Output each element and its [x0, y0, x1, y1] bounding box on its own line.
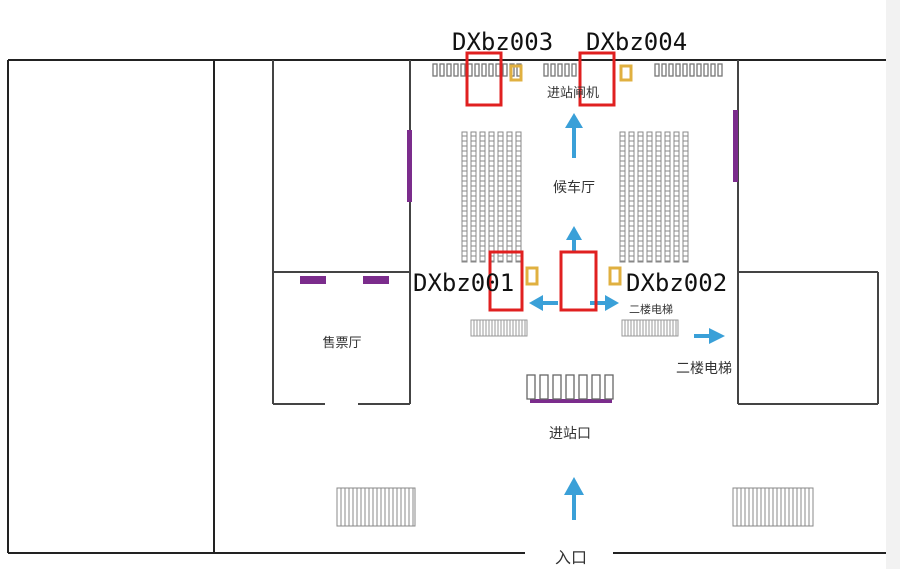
ticket-hall-walls — [272, 60, 411, 405]
gate — [474, 63, 480, 77]
entry-gates-label: 进站闸机 — [547, 86, 599, 101]
gate — [467, 63, 473, 77]
waiting-seats-right — [619, 131, 689, 263]
gate — [654, 63, 660, 77]
arrow-up-entrance-icon — [564, 477, 584, 520]
ticket-hall-label: 售票厅 — [322, 335, 361, 351]
camera-boxes — [465, 51, 616, 312]
gate — [439, 63, 445, 77]
gate — [661, 63, 667, 77]
escalator-frame — [336, 487, 416, 527]
arrow-right-escalator-icon — [694, 328, 725, 344]
gate — [696, 63, 702, 77]
gate — [481, 63, 487, 77]
gate — [460, 63, 466, 77]
gate — [432, 63, 438, 77]
entrance-gate — [539, 374, 549, 400]
entry-gates-top-right — [543, 63, 723, 77]
gate — [571, 63, 577, 77]
camera-box-dxbz003[interactable] — [465, 51, 503, 107]
gate — [668, 63, 674, 77]
gate — [717, 63, 723, 77]
outer-walls — [7, 59, 886, 554]
camera-label-dxbz004: DXbz004 — [586, 28, 687, 56]
gold-markers — [509, 64, 633, 286]
gate — [488, 63, 494, 77]
flow-arrows — [529, 113, 725, 520]
camera-box-dxbz001[interactable] — [488, 250, 524, 312]
purple-markers — [300, 110, 738, 403]
entry-gates-top-left — [432, 63, 522, 77]
seat-row — [497, 131, 504, 263]
camera-label-dxbz001: DXbz001 — [413, 269, 514, 297]
gate — [453, 63, 459, 77]
station-entrance-gates — [526, 374, 614, 400]
camera-box-dxbz002[interactable] — [559, 250, 598, 312]
entrance-gate — [578, 374, 588, 400]
camera-label-dxbz003: DXbz003 — [452, 28, 553, 56]
entrance-gate — [604, 374, 614, 400]
seat-row — [655, 131, 662, 263]
camera-label-dxbz002: DXbz002 — [626, 269, 727, 297]
seat-row — [637, 131, 644, 263]
gate — [502, 63, 508, 77]
arrow-left-icon — [529, 295, 558, 311]
gate — [557, 63, 563, 77]
gate — [564, 63, 570, 77]
arrow-right-icon — [590, 295, 619, 311]
gate — [495, 63, 501, 77]
escalator-small-label: 二楼电梯 — [629, 302, 673, 316]
gate — [675, 63, 681, 77]
entrance-gate — [565, 374, 575, 400]
station-entrance-label: 进站口 — [549, 426, 591, 442]
seat-row — [461, 131, 468, 263]
escalator-mid-right — [621, 319, 679, 337]
gate — [682, 63, 688, 77]
escalator-bottom-left — [336, 487, 416, 527]
seat-row — [619, 131, 626, 263]
arrow-up-middle-icon — [566, 226, 582, 252]
seat-row — [628, 131, 635, 263]
escalator-mid-left — [470, 319, 528, 337]
edge-shade — [886, 0, 900, 569]
escalator-right-label: 二楼电梯 — [676, 361, 732, 377]
seat-row — [479, 131, 486, 263]
seat-row — [664, 131, 671, 263]
gate — [689, 63, 695, 77]
entrance-gate — [526, 374, 536, 400]
gate — [710, 63, 716, 77]
seat-row — [470, 131, 477, 263]
escalator-bottom-right — [732, 487, 814, 527]
gate — [543, 63, 549, 77]
main-entrance-label: 入口 — [555, 548, 587, 567]
gate — [550, 63, 556, 77]
seat-row — [506, 131, 513, 263]
arrow-up-top-icon — [565, 113, 583, 158]
seat-row — [515, 131, 522, 263]
seat-row — [673, 131, 680, 263]
entrance-gate — [552, 374, 562, 400]
gate — [703, 63, 709, 77]
seat-row — [646, 131, 653, 263]
waiting-seats-left — [461, 131, 522, 263]
camera-box-dxbz004[interactable] — [578, 51, 616, 107]
right-room-walls — [737, 60, 879, 405]
gate — [446, 63, 452, 77]
seat-row — [682, 131, 689, 263]
waiting-hall-label: 候车厅 — [553, 179, 595, 196]
entrance-gate — [591, 374, 601, 400]
